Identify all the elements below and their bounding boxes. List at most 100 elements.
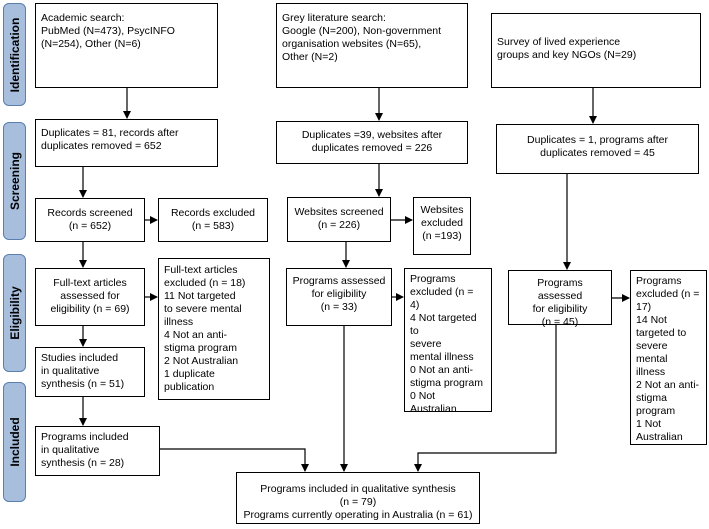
text-line: excluded (n = [410, 286, 474, 298]
text-line: groups and key NGOs (N=29) [497, 49, 637, 61]
text-line: (n = 33) [320, 301, 358, 313]
text-line: Websites [420, 204, 464, 216]
text-line: 4) [410, 299, 420, 311]
text-line: Duplicates = 81, records after [41, 127, 179, 139]
text-line: to severe mental [164, 303, 242, 315]
text-line: Programs included [41, 431, 129, 443]
text-line: mental illness [410, 351, 474, 363]
survey-programs-excluded-box: Programs excluded (n = 17) 14 Not target… [630, 270, 707, 445]
text-line: stigma program [410, 377, 483, 389]
stage-eligibility: Eligibility [3, 254, 26, 372]
academic-duplicates-box: Duplicates = 81, records after duplicate… [35, 119, 218, 167]
grey-duplicates-box: Duplicates =39, websites after duplicate… [276, 121, 468, 164]
text-line: Duplicates = 1, programs after [527, 134, 668, 146]
text-line: Full-text articles [164, 264, 238, 276]
grey-programs-assessed-box: Programs assessed for eligibility (n = 3… [286, 268, 392, 326]
text-line: Websites screened [294, 206, 384, 218]
text-line: synthesis (n = 28) [41, 457, 125, 469]
text-line: duplicates removed = 652 [41, 140, 162, 152]
stage-screening: Screening [3, 122, 26, 240]
text-line: 2 Not an anti- [636, 379, 700, 391]
text-line: Programs included in qualitative synthes… [260, 483, 456, 495]
text-line: (n =193) [422, 230, 462, 242]
arrow [160, 448, 309, 472]
text-line: severe [410, 338, 442, 350]
text-line: (n = 226) [317, 219, 361, 231]
text-line: 0 Not an anti- [410, 364, 474, 376]
fulltext-assessed-box: Full-text articles assessed for eligibil… [35, 268, 145, 326]
text-line: publication [164, 381, 215, 393]
text-line: Studies included [41, 352, 119, 364]
text-line: stigma program [164, 342, 237, 354]
text-line: (N=254), Other (N=6) [41, 38, 141, 50]
text-line: Programs currently operating in Australi… [243, 509, 473, 521]
text-line: 1 Not [636, 418, 662, 430]
text-line: 17) [636, 301, 652, 313]
text-line: Grey literature search: [282, 12, 386, 24]
text-line: duplicates removed = 45 [540, 147, 655, 159]
academic-search-box: Academic search: PubMed (N=473), PsycINF… [35, 3, 218, 88]
text-line: in qualitative [41, 365, 100, 377]
text-line: (n = 45) [541, 316, 579, 328]
text-line: for eligibility [532, 303, 588, 315]
text-line: Programs assessed [292, 275, 386, 287]
text-line: in qualitative [41, 444, 100, 456]
text-line: illness [164, 316, 194, 328]
text-line: PubMed (N=473), PsycINFO [41, 25, 175, 37]
text-line: targeted to [636, 327, 687, 339]
records-screened-box: Records screened (n = 652) [35, 198, 145, 242]
text-line: severe mental [636, 340, 668, 365]
text-line: eligibility (n = 69) [50, 303, 130, 315]
text-line: excluded [420, 217, 464, 229]
text-line: Australian [636, 431, 683, 443]
grey-search-box: Grey literature search: Google (N=200), … [276, 3, 468, 88]
text-line: 1 duplicate [164, 368, 215, 380]
text-line: illness [636, 366, 666, 378]
text-line: excluded (n = [636, 288, 700, 300]
stage-included: Included [3, 382, 26, 502]
text-line: Duplicates =39, websites after [301, 129, 443, 141]
text-line: synthesis (n = 51) [41, 378, 125, 390]
text-line: 4 Not an anti- [164, 329, 228, 341]
studies-included-box: Studies included in qualitative synthesi… [35, 347, 145, 397]
text-line: stigma [636, 392, 667, 404]
records-excluded-box: Records excluded (n = 583) [158, 198, 268, 242]
text-line: Australian [410, 403, 457, 415]
text-line: Programs [636, 275, 682, 287]
websites-excluded-box: Websites excluded (n =193) [413, 197, 471, 255]
final-included-box: Programs included in qualitative synthes… [236, 472, 480, 524]
text-line: Google (N=200), Non-government [282, 25, 442, 37]
text-line: 4 Not targeted to [410, 312, 477, 337]
text-line: (n = 652) [68, 220, 112, 232]
text-line: 2 Not Australian [164, 355, 239, 367]
fulltext-excluded-box: Full-text articles excluded (n = 18) 11 … [158, 258, 270, 400]
text-line: Records excluded [170, 207, 256, 219]
text-line: 11 Not targeted [164, 290, 236, 302]
text-line: Programs assessed [537, 277, 583, 302]
text-line: Full-text articles [53, 277, 127, 289]
text-line: duplicates removed = 226 [311, 142, 433, 154]
stage-identification: Identification [3, 3, 26, 106]
text-line: 0 Not [410, 390, 436, 402]
text-line: Survey of lived experience [497, 36, 621, 48]
text-line: for eligibility [311, 288, 367, 300]
text-line: organisation websites (N=65), [282, 38, 422, 50]
text-line: Academic search: [41, 12, 125, 24]
programs-included-academic-box: Programs included in qualitative synthes… [35, 426, 160, 476]
survey-programs-assessed-box: Programs assessed for eligibility (n = 4… [508, 270, 612, 328]
survey-search-box: Survey of lived experience groups and ke… [491, 13, 701, 88]
text-line: Records screened [47, 207, 133, 219]
text-line: Programs [410, 273, 456, 285]
text-line: (n = 79) [339, 496, 377, 508]
text-line: excluded (n = 18) [164, 277, 246, 289]
grey-programs-excluded-box: Programs excluded (n = 4) 4 Not targeted… [404, 268, 492, 415]
text-line: assessed for [60, 290, 120, 302]
text-line: (n = 583) [191, 220, 235, 232]
text-line: Other (N=2) [282, 51, 338, 63]
websites-screened-box: Websites screened (n = 226) [287, 197, 391, 242]
arrow [414, 325, 557, 472]
survey-duplicates-box: Duplicates = 1, programs after duplicate… [496, 124, 699, 174]
text-line: program [636, 405, 676, 417]
